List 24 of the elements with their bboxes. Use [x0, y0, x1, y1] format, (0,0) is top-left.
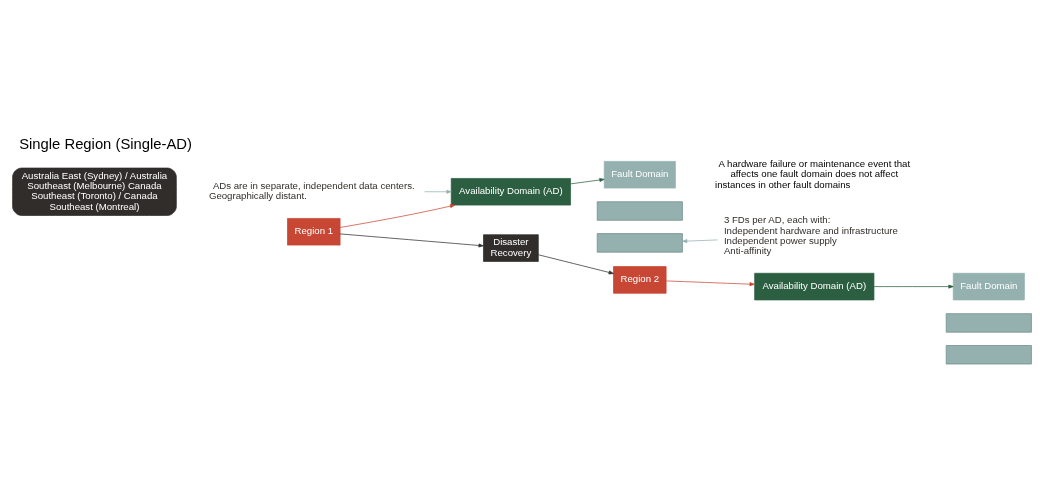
node-box: Availability Domain (AD): [450, 177, 571, 205]
arrow: [682, 238, 718, 243]
diagram-title: Single Region (Single-AD): [19, 135, 192, 152]
label: A hardware failure or maintenance event that affects one fault domain does not affect instances in other fault domains: [715, 157, 911, 190]
node-box: Fault Domain: [952, 272, 1025, 300]
arrow: [873, 284, 954, 289]
node-box: [945, 312, 1032, 333]
node-box: Region 1: [287, 217, 341, 245]
node-box: Availability Domain (AD): [754, 272, 875, 300]
arrow: [339, 203, 456, 228]
node-box: Fault Domain: [603, 160, 676, 188]
node-box: Disaster Recovery: [483, 233, 539, 262]
node-text: ADs are in separate, independent data centers. Geographically distant.: [208, 179, 415, 201]
arrow: [339, 233, 484, 247]
arrow: [538, 253, 614, 274]
node-box: Australia East (Sydney) / Australia Southeast (Melbourne) Canada Southeast (Toronto) / Canada Southeast (Montreal): [12, 167, 177, 216]
node-box: [945, 344, 1032, 364]
arrow: [424, 189, 452, 194]
node-text: 3 FDs per AD, each with: Independent hardware and infrastructure Independent power supply Anti-affinity: [723, 213, 898, 256]
node-box: Region 2: [613, 265, 667, 294]
arrow: [665, 280, 755, 286]
node-box: [596, 200, 683, 221]
node-box: [596, 232, 683, 252]
arrow: [570, 177, 605, 184]
